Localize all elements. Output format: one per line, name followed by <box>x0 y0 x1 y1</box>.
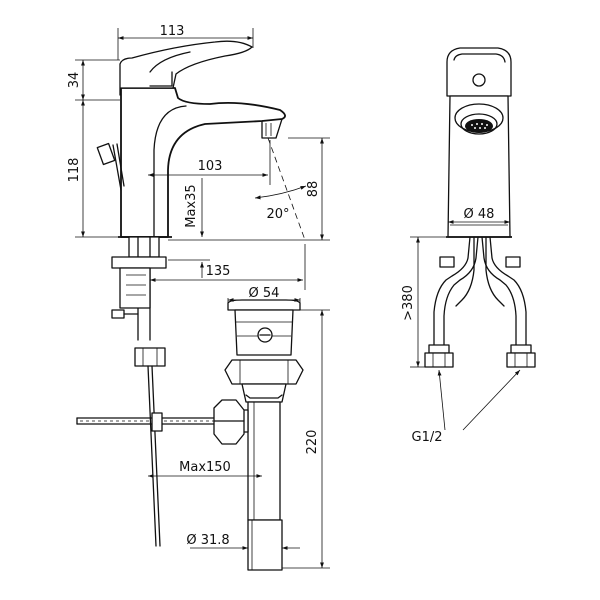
dim-min-380: >380 <box>401 285 416 321</box>
dim-angle-20: 20° <box>266 207 289 222</box>
dim-34: 34 <box>67 72 82 89</box>
dim-88: 88 <box>306 181 321 198</box>
side-view-faucet <box>96 40 307 241</box>
dim-103: 103 <box>198 159 223 174</box>
dim-dia-48: Ø 48 <box>464 207 495 222</box>
front-view-faucet <box>446 47 512 238</box>
dim-135: 135 <box>206 264 231 279</box>
side-view-mounting <box>76 236 227 547</box>
front-view-dimensions: Ø 48 >380 G1/2 <box>401 207 521 445</box>
front-view-hoses <box>424 236 536 368</box>
side-view-dimensions: 113 34 118 103 88 20° Max35 135 <box>67 24 330 569</box>
dim-dia-31-8: Ø 31.8 <box>186 533 229 548</box>
dim-max150: Max150 <box>179 460 231 475</box>
dim-thread-g12: G1/2 <box>412 430 443 445</box>
popup-drain <box>213 299 304 571</box>
dim-max35: Max35 <box>184 184 199 227</box>
dim-220: 220 <box>305 430 320 455</box>
dim-dia-54: Ø 54 <box>249 286 280 301</box>
dim-118: 118 <box>67 158 82 183</box>
dim-113: 113 <box>160 24 185 39</box>
